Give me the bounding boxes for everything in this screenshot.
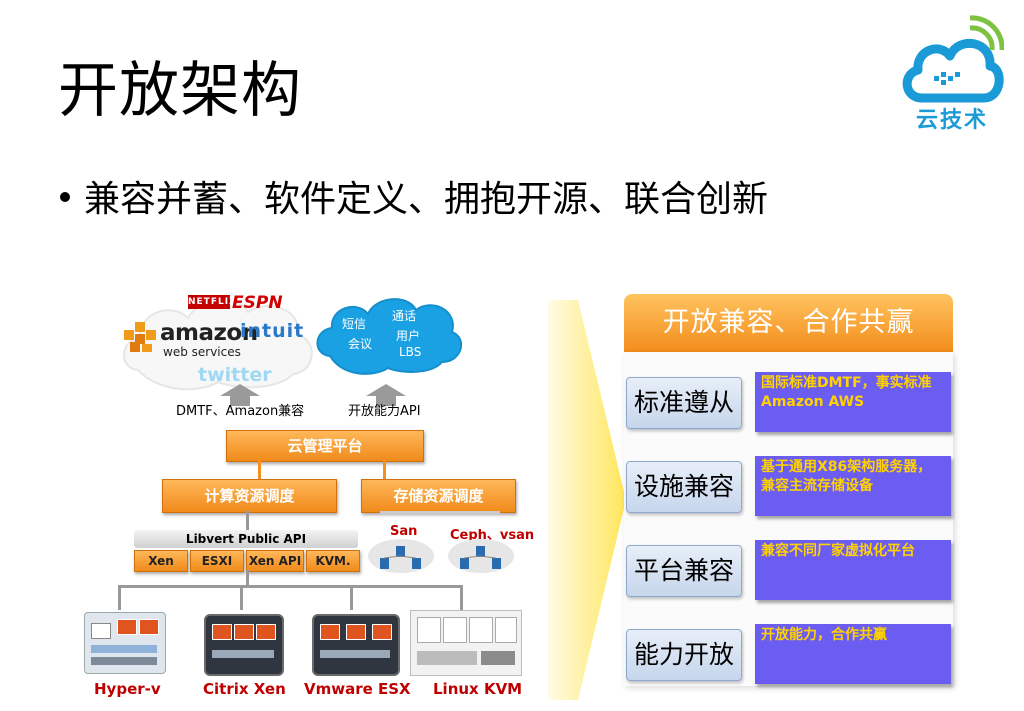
logo-text: 云技术 [915, 108, 988, 133]
row-desc-capability: 开放能力，合作共赢 [755, 624, 951, 684]
platform-hyperv-label: Hyper-v [94, 680, 161, 698]
vmware-esx-diagram [312, 614, 400, 676]
api-right-label: 开放能力API [348, 404, 421, 419]
intuit-logo: intuit [240, 320, 305, 342]
row-desc-platform: 兼容不同厂家虚拟化平台 [755, 540, 951, 600]
big-right-arrow-icon [548, 300, 626, 700]
bullet-point: 兼容并蓄、软件定义、拥抱开源、联合创新 [60, 176, 768, 224]
connector [350, 585, 353, 610]
cloud-management-box: 云管理平台 [226, 430, 424, 462]
row-label-facility: 设施兼容 [626, 461, 742, 513]
platform-bus [118, 585, 463, 588]
row-label-capability: 能力开放 [626, 629, 742, 681]
san-storage-icon [368, 539, 434, 573]
cloud-text-call: 通话 [392, 309, 417, 323]
storage-scheduler-box: 存储资源调度 [361, 479, 516, 513]
aws-boxes-icon [124, 322, 156, 352]
connector [246, 570, 249, 586]
row-desc-facility: 基于通用X86架构服务器，兼容主流存储设备 [755, 456, 951, 516]
up-arrow-left-icon [220, 384, 260, 406]
connector [383, 460, 386, 480]
cloud-text-meeting: 会议 [348, 337, 373, 351]
cloud-text-lbs: LBS [399, 345, 422, 359]
connector [460, 585, 463, 610]
platform-kvm-label: Linux KVM [433, 680, 523, 698]
amazon-logo: amazon [160, 320, 258, 346]
up-arrow-right-icon [366, 384, 406, 406]
connector [380, 511, 500, 514]
hyperv-diagram [84, 612, 166, 674]
telecom-cloud-icon [316, 298, 462, 375]
platform-citrix-label: Citrix Xen [203, 680, 286, 698]
cloud-text-sms: 短信 [342, 317, 367, 331]
api-esxi: ESXI [190, 550, 244, 572]
cloud-text-user: 用户 [396, 329, 421, 343]
api-left-label: DMTF、Amazon兼容 [176, 404, 305, 419]
slide-title: 开放架构 [58, 56, 302, 126]
libvirt-api-bar: Libvert Public API [134, 530, 358, 548]
ceph-storage-icon [448, 539, 514, 573]
netflix-logo: NETFLIX [188, 295, 237, 309]
bullet-dot [60, 192, 70, 202]
storage-ceph-label: Ceph、vsan [450, 528, 535, 543]
espn-logo: ESPN [232, 293, 283, 313]
twitter-logo: twitter [198, 364, 272, 386]
connector [118, 585, 121, 610]
api-kvm: KVM. [306, 550, 360, 572]
connector [258, 460, 261, 480]
platform-vmware-label: Vmware ESX [304, 680, 411, 698]
panel-header: 开放兼容、合作共赢 [624, 294, 953, 352]
row-label-standard: 标准遵从 [626, 377, 742, 429]
compute-scheduler-box: 计算资源调度 [162, 479, 337, 513]
cloud-wifi-logo-icon [902, 15, 1004, 103]
bullet-text: 兼容并蓄、软件定义、拥抱开源、联合创新 [84, 179, 769, 220]
api-xenapi: Xen API [246, 550, 304, 572]
linux-kvm-diagram [410, 610, 522, 676]
storage-san-label: San [390, 524, 418, 539]
row-desc-standard: 国际标准DMTF，事实标准Amazon AWS [755, 372, 951, 432]
connector [246, 511, 249, 531]
connector [240, 585, 243, 610]
web-services-logo: web services [163, 345, 241, 359]
row-label-platform: 平台兼容 [626, 545, 742, 597]
api-xen: Xen [134, 550, 188, 572]
citrix-xen-diagram [204, 614, 284, 676]
